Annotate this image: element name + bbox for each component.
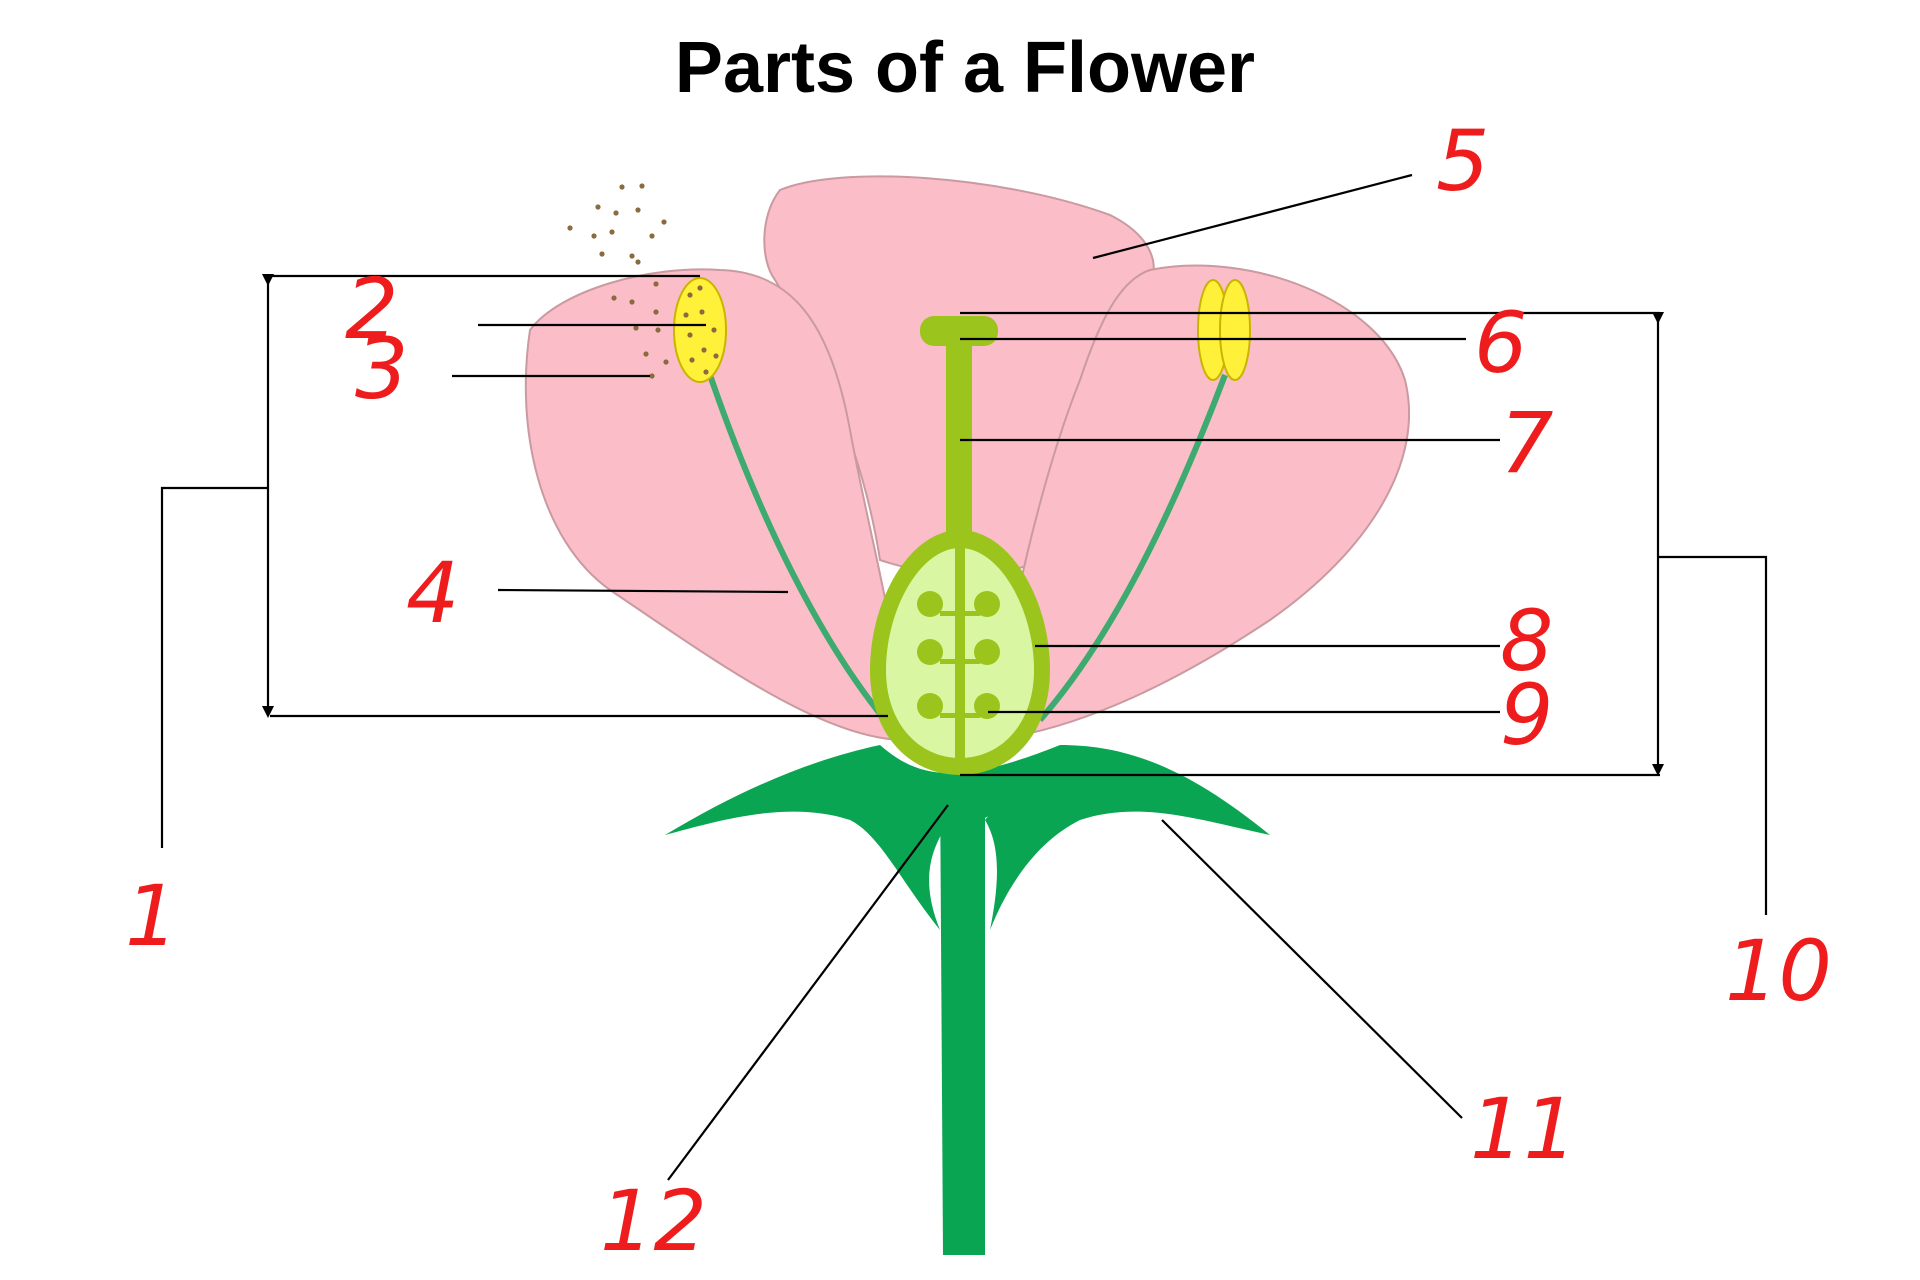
anther-right-b bbox=[1219, 279, 1251, 381]
label-1: 1 bbox=[125, 867, 178, 965]
label-3: 3 bbox=[355, 320, 408, 418]
label-2: 2 bbox=[345, 260, 398, 358]
leader-lines bbox=[160, 173, 1768, 1181]
filament-left bbox=[707, 374, 888, 722]
label-10: 10 bbox=[1725, 922, 1832, 1020]
label-8: 8 bbox=[1500, 592, 1553, 690]
diagram-title: Parts of a Flower bbox=[675, 28, 1255, 108]
label-11: 11 bbox=[1470, 1080, 1577, 1178]
sepal-left bbox=[665, 745, 950, 930]
petal-right bbox=[988, 264, 1410, 742]
stamen-left bbox=[673, 277, 888, 722]
label-12: 12 bbox=[600, 1172, 707, 1270]
ovules bbox=[917, 591, 1000, 719]
petals bbox=[524, 175, 1410, 742]
number-labels: 1 2 3 4 5 6 7 8 9 10 11 12 bbox=[125, 112, 1832, 1270]
pollen-grains bbox=[567, 183, 669, 379]
stem bbox=[940, 775, 985, 1255]
label-4: 4 bbox=[406, 544, 459, 642]
stem-and-sepals bbox=[665, 745, 1270, 1255]
receptacle bbox=[880, 745, 1060, 825]
label-9: 9 bbox=[1500, 666, 1553, 764]
label-5: 5 bbox=[1436, 112, 1489, 210]
pistil bbox=[870, 316, 1050, 775]
anther-left bbox=[673, 277, 727, 383]
filament-right bbox=[1037, 373, 1228, 722]
sepal-right bbox=[985, 745, 1270, 930]
label-6: 6 bbox=[1474, 294, 1527, 392]
label-7: 7 bbox=[1500, 394, 1553, 492]
style bbox=[946, 340, 972, 550]
stamen-right bbox=[1037, 279, 1251, 722]
